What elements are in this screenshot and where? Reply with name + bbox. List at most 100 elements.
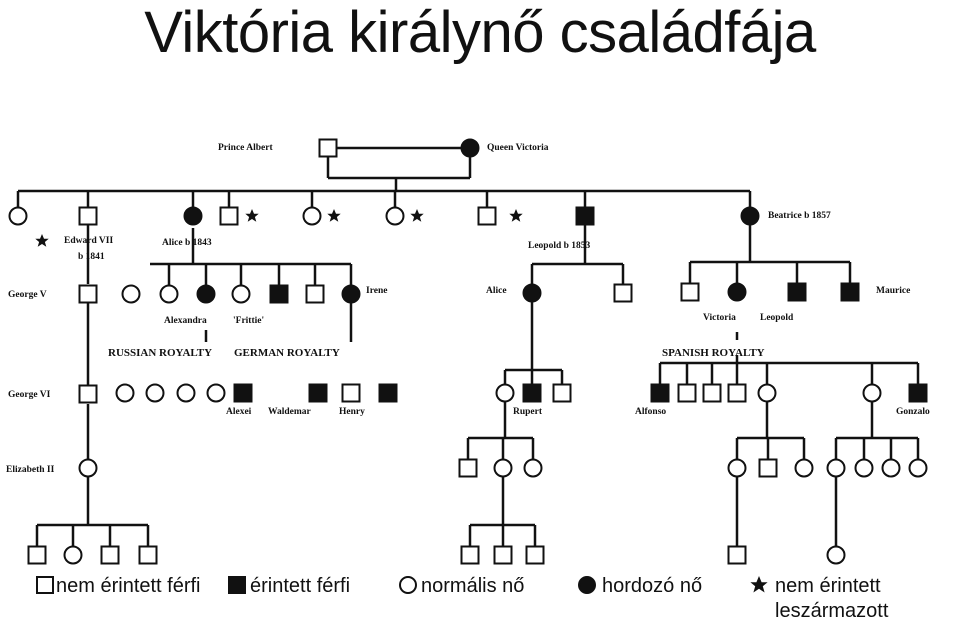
female-gg-daughter-3: [727, 458, 747, 478]
male-edward: [138, 545, 158, 565]
male-george-vi: [78, 384, 98, 404]
male-edward-vii: [78, 206, 98, 226]
female-carrier-beatrice: [740, 206, 760, 226]
female-frittie: [231, 284, 251, 304]
connector-lines: [16, 146, 920, 546]
male-maurice-2: [552, 383, 572, 403]
female-gg-daughter-8: [908, 458, 928, 478]
label-gonzalo: Gonzalo: [896, 407, 930, 417]
label-maurice: Maurice: [876, 286, 910, 296]
female-gg-daughter-7: [881, 458, 901, 478]
male-desc-m-2: [493, 545, 513, 565]
legend-normal-female-label: normális nő: [421, 575, 524, 597]
label-elizabeth-ii: Elizabeth II: [6, 465, 55, 475]
male-prince-albert: [318, 138, 338, 158]
label-irene: Irene: [366, 286, 387, 296]
star-icon-daughter-3-star: [327, 209, 341, 222]
male-prince: [305, 284, 325, 304]
male-affected-alfonso: [650, 383, 670, 403]
female-carrier-alice-granddaughter: [522, 283, 542, 303]
label-leopold: Leopold b 1853: [528, 241, 591, 251]
female-desc-f-1: [826, 545, 846, 565]
label-alice: Alice b 1843: [162, 238, 212, 248]
label-queen-victoria: Queen Victoria: [487, 143, 549, 153]
male-andrew: [100, 545, 120, 565]
label-george-v: George V: [8, 290, 47, 300]
female-anne: [495, 383, 515, 403]
female-princess-2: [159, 284, 179, 304]
female-gg-daughter-6: [854, 458, 874, 478]
female-beatriz: [757, 383, 777, 403]
label-rupert: Rupert: [513, 407, 543, 417]
female-maria: [176, 383, 196, 403]
male-son-of-leopold: [613, 283, 633, 303]
male-affected-maurice: [840, 282, 860, 302]
label-beatrice: Beatrice b 1857: [768, 211, 831, 221]
female-carrier-queen-victoria: [460, 138, 480, 158]
female-gg-daughter-5: [826, 458, 846, 478]
male-affected-alexei: [233, 383, 253, 403]
label-german-royalty: GERMAN ROYALTY: [234, 347, 340, 359]
male-affected-leopold-grandson: [787, 282, 807, 302]
label-alfonso: Alfonso: [635, 407, 666, 417]
legend-affected-male-icon: [228, 576, 246, 594]
legend-unaffected-male-icon: [36, 576, 54, 594]
star-icon-son-2-star: [245, 209, 259, 222]
female-olga: [115, 383, 135, 403]
female-daughter-3: [302, 206, 322, 226]
male-henry-unaffected: [341, 383, 361, 403]
female-daughter-4: [385, 206, 405, 226]
legend-normal-female-icon: [399, 576, 417, 594]
female-princess-1: [121, 284, 141, 304]
label-alexei: Alexei: [226, 407, 252, 417]
female-elizabeth-ii: [78, 458, 98, 478]
male-alexander: [680, 282, 700, 302]
label-george-vi: George VI: [8, 390, 51, 400]
male-son-2: [219, 206, 239, 226]
male-affected-leopold: [575, 206, 595, 226]
label-edward-born: b 1841: [78, 252, 105, 262]
male-charles: [27, 545, 47, 565]
legend-unaffected-male-label: nem érintett férfi: [56, 575, 201, 597]
pedigree-symbols: [8, 138, 928, 565]
female-carrier-alice: [183, 206, 203, 226]
legend: nem érintett férfi érintett férfi normál…: [36, 575, 889, 622]
male-juan: [702, 383, 722, 403]
male-george-v: [78, 284, 98, 304]
male-affected-prince-affected: [269, 284, 289, 304]
male-jaime: [677, 383, 697, 403]
legend-star-icon: [750, 576, 768, 593]
label-russian-royalty: RUSSIAN ROYALTY: [108, 347, 212, 359]
female-carrier-irene: [341, 284, 361, 304]
label-frittie: 'Frittie': [233, 316, 264, 326]
star-icon-son-3-star: [509, 209, 523, 222]
male-affected-rupert: [522, 383, 542, 403]
male-gg-son-1: [458, 458, 478, 478]
label-leopold-grandson: Leopold: [760, 313, 794, 323]
legend-unaffected-descendant-label-1: nem érintett: [775, 575, 881, 597]
female-gg-daughter-1: [493, 458, 513, 478]
label-waldemar: Waldemar: [268, 407, 312, 417]
label-victoria-granddaughter: Victoria: [703, 313, 736, 323]
male-son-3: [477, 206, 497, 226]
female-anne-princess: [63, 545, 83, 565]
female-gg-daughter-2: [523, 458, 543, 478]
star-icon-edward-star: [35, 234, 49, 247]
diagram-title: Viktória királynő családfája: [144, 0, 816, 65]
legend-carrier-female-icon: [578, 576, 596, 594]
female-carrier-alexandra: [196, 284, 216, 304]
male-desc-m-1: [460, 545, 480, 565]
male-son-spain: [727, 383, 747, 403]
person-labels: Prince Albert Queen Victoria Edward VII …: [6, 143, 930, 475]
legend-carrier-female-label: hordozó nő: [602, 575, 702, 597]
label-alexandra: Alexandra: [164, 316, 207, 326]
male-gg-son-2: [758, 458, 778, 478]
female-maria-cristina: [862, 383, 882, 403]
label-henry: Henry: [339, 407, 365, 417]
label-prince-albert: Prince Albert: [218, 143, 273, 153]
female-gg-daughter-4: [794, 458, 814, 478]
male-affected-waldemar: [308, 383, 328, 403]
label-edward: Edward VII: [64, 236, 113, 246]
female-carrier-victoria-eugenie: [727, 282, 747, 302]
